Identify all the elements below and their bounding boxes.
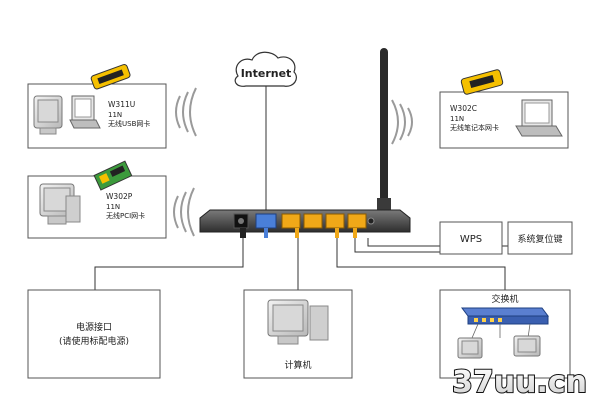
internet-label: Internet (241, 67, 292, 80)
usb-card-icon (90, 63, 131, 90)
wan-port (255, 213, 277, 229)
wifi-waves-icon (173, 187, 195, 237)
line-switch (336, 238, 506, 290)
pci-card-model: W302P (106, 192, 133, 201)
monitor-icon (33, 95, 63, 135)
lan-port-2 (303, 213, 323, 229)
monitor-icon (513, 335, 541, 357)
switch-label: 交换机 (491, 293, 518, 305)
pci-card-desc: 无线PCI网卡 (106, 211, 145, 220)
monitor-icon (267, 299, 329, 345)
usb-card-desc: 无线USB网卡 (108, 119, 150, 128)
lan-port-3 (325, 213, 345, 229)
cloud-icon: Internet (234, 51, 297, 87)
monitor-icon (39, 183, 81, 225)
usb-card-model: W311U (108, 100, 135, 109)
line-power (94, 238, 244, 290)
laptop-icon (515, 99, 563, 137)
connector-lines (94, 86, 508, 290)
notebook-card-model: W302C (450, 104, 477, 113)
wifi-waves-icon (175, 87, 197, 137)
notebook-card-desc: 无线笔记本网卡 (450, 123, 499, 132)
antenna-icon (380, 48, 388, 208)
usb-card-spec: 11N (108, 111, 122, 119)
reset-label: 系统复位键 (517, 233, 562, 245)
watermark-text: 37uu.cn (452, 365, 587, 400)
monitor-icon (457, 337, 483, 359)
power-note: (请使用标配电源) (59, 335, 129, 347)
computer-box: 计算机 (243, 289, 353, 379)
wps-box: WPS (439, 221, 503, 255)
wps-label: WPS (460, 234, 482, 245)
notebook-card-icon (460, 69, 504, 95)
reset-box: 系统复位键 (507, 221, 573, 255)
power-label: 电源接口 (76, 321, 112, 333)
router-icon (199, 48, 411, 238)
device-group-usb: W311U 11N 无线USB网卡 (27, 63, 167, 149)
lan-port-1 (281, 213, 301, 229)
switch-box: 交换机 (439, 289, 571, 379)
power-box: 电源接口 (请使用标配电源) (27, 289, 161, 379)
lan-port-4 (347, 213, 367, 229)
wps-button (367, 217, 375, 225)
laptop-icon (69, 95, 101, 129)
pci-card-spec: 11N (106, 203, 120, 211)
notebook-card-spec: 11N (450, 115, 464, 123)
device-group-pci: W302P 11N 无线PCI网卡 (27, 160, 167, 239)
pci-card-icon (93, 160, 133, 191)
device-group-notebook: W302C 11N 无线笔记本网卡 (439, 69, 569, 149)
computer-label: 计算机 (284, 359, 311, 371)
line-wps (354, 238, 440, 253)
wifi-waves-icon (391, 99, 413, 145)
switch-icon (461, 307, 549, 325)
